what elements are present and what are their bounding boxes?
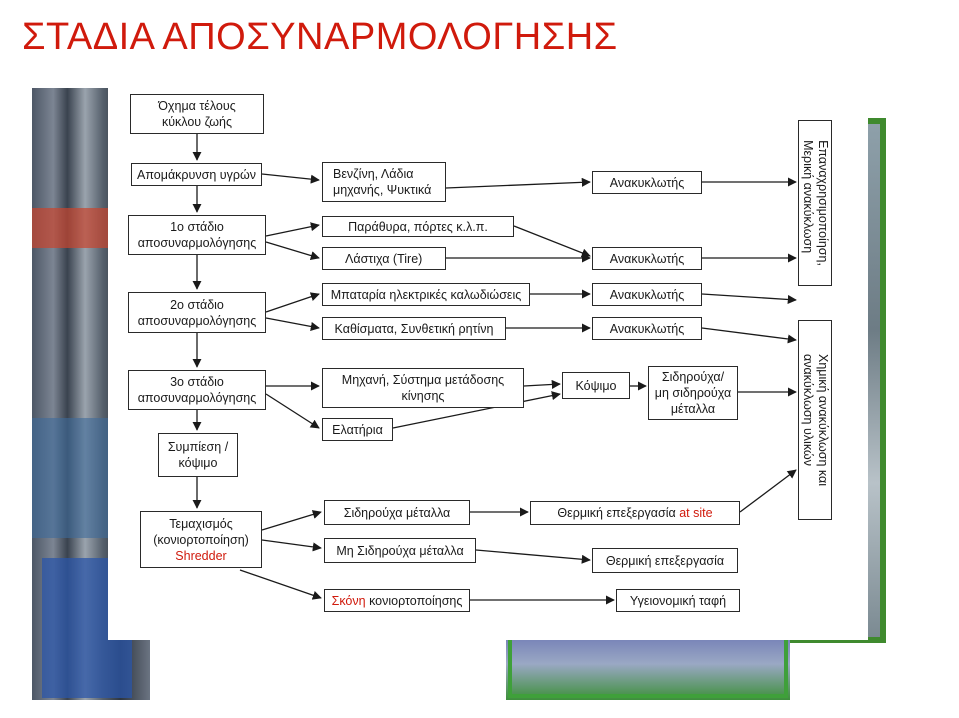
battery-box: Μπαταρία ηλεκτρικές καλωδιώσεις [322,283,530,306]
stage1-box: 1ο στάδιο αποσυναρμολόγησης [128,215,266,255]
shredder-line1: Τεμαχισμός [169,516,233,531]
reuse-line2: Μερική ανακύκλωση [801,140,815,254]
springs-label: Ελατήρια [332,422,383,437]
vehicle-line1: Όχημα τέλους [158,99,236,113]
chemical-recycling-box: Χημική ανακύκλωση και ανακύκλωση υλικών [798,320,832,520]
nonferrous-label: Μη Σιδηρούχα μέταλλα [336,543,464,558]
chemical-text: Χημική ανακύκλωση και ανακύκλωση υλικών [800,354,830,486]
recycler-box-4: Ανακυκλωτής [592,317,702,340]
cutting-box: Κόψιμο [562,372,630,399]
stage2-line1: 2ο στάδιο [170,297,224,312]
metals-line1: Σιδηρούχα/ [661,370,725,384]
dust-prefix: Σκόνη [331,593,366,608]
shredder-line3: Shredder [175,548,227,563]
tires-box: Λάστιχα (Tire) [322,247,446,270]
vehicle-box: Όχημα τέλους κύκλου ζωής [130,94,264,134]
compress-box: Συμπίεση / κόψιμο [158,433,238,477]
thermal-site-suffix: at site [679,506,713,520]
metals-box: Σιδηρούχα/ μη σιδηρούχα μέταλλα [648,366,738,420]
fuel-line1: Βενζίνη, Λάδια [333,167,414,181]
thermal-box: Θερμική επεξεργασία [592,548,738,573]
recycler-label-2: Ανακυκλωτής [609,251,685,266]
chemical-line1: Χημική ανακύκλωση και [816,353,830,487]
metals-line3: μέταλλα [670,402,716,416]
recycler-box-3: Ανακυκλωτής [592,283,702,306]
recycler-box-2: Ανακυκλωτής [592,247,702,270]
compress-line2: κόψιμο [178,456,218,470]
engine-box: Μηχανή, Σύστημα μετάδοσης κίνησης [322,368,524,408]
recycler-box-1: Ανακυκλωτής [592,171,702,194]
tires-label: Λάστιχα (Tire) [345,251,423,266]
stage2-box: 2ο στάδιο αποσυναρμολόγησης [128,292,266,333]
shredder-box: Τεμαχισμός (κονιορτοποίηση) Shredder [140,511,262,568]
chemical-line2: ανακύκλωση υλικών [801,353,815,466]
fuel-box: Βενζίνη, Λάδια μηχανής, Ψυκτικά [322,162,446,202]
stage3-line1: 3ο στάδιο [170,375,224,389]
slide-title: ΣΤΑΔΙΑ ΑΠΟΣΥΝΑΡΜΟΛΟΓΗΣΗΣ [22,16,618,58]
windows-box: Παράθυρα, πόρτες κ.λ.π. [322,216,514,237]
thermal-label: Θερμική επεξεργασία [605,553,725,568]
compress-line1: Συμπίεση / [167,440,229,454]
stage3-box: 3ο στάδιο αποσυναρμολόγησης [128,370,266,410]
vehicle-line2: κύκλου ζωής [161,115,233,129]
recycler-label-1: Ανακυκλωτής [609,175,685,190]
cutting-label: Κόψιμο [575,378,617,393]
thermal-site-prefix: Θερμική επεξεργασία [557,506,680,520]
seats-box: Καθίσματα, Συνθετική ρητίνη [322,317,506,340]
nonferrous-box: Μη Σιδηρούχα μέταλλα [324,538,476,563]
stage2-line2: αποσυναρμολόγησης [137,313,257,328]
shredder-line2: (κονιορτοποίηση) [153,532,249,547]
stage1-line2: αποσυναρμολόγησης [137,236,257,250]
reuse-line1: Επαναχρησιμοποίηση, [816,140,830,266]
dust-box: Σκόνη κονιορτοποίησης [324,589,470,612]
springs-box: Ελατήρια [322,418,393,441]
windows-label: Παράθυρα, πόρτες κ.λ.π. [348,219,488,234]
stage3-line2: αποσυναρμολόγησης [137,391,257,405]
engine-line1: Μηχανή, Σύστημα μετάδοσης [341,373,505,387]
fluid-removal-box: Απομάκρυνση υγρών [131,163,262,186]
engine-line2: κίνησης [401,389,445,403]
ferrous-label: Σιδηρούχα μέταλλα [343,505,451,520]
reuse-text: Επαναχρησιμοποίηση, Μερική ανακύκλωση [800,140,830,266]
recycler-label-4: Ανακυκλωτής [609,321,685,336]
metals-line2: μη σιδηρούχα [654,386,732,400]
stage1-line1: 1ο στάδιο [170,220,224,234]
battery-label: Μπαταρία ηλεκτρικές καλωδιώσεις [330,287,522,302]
dust-suffix: κονιορτοποίησης [365,593,463,608]
fluid-removal-label: Απομάκρυνση υγρών [137,167,256,182]
thermal-site-box: Θερμική επεξεργασία at site [530,501,740,525]
landfill-box: Υγειονομική ταφή [616,589,740,612]
fuel-line2: μηχανής, Ψυκτικά [333,183,432,197]
reuse-box: Επαναχρησιμοποίηση, Μερική ανακύκλωση [798,120,832,286]
recycler-label-3: Ανακυκλωτής [609,287,685,302]
ferrous-box: Σιδηρούχα μέταλλα [324,500,470,525]
seats-label: Καθίσματα, Συνθετική ρητίνη [334,321,494,336]
landfill-label: Υγειονομική ταφή [629,593,727,608]
